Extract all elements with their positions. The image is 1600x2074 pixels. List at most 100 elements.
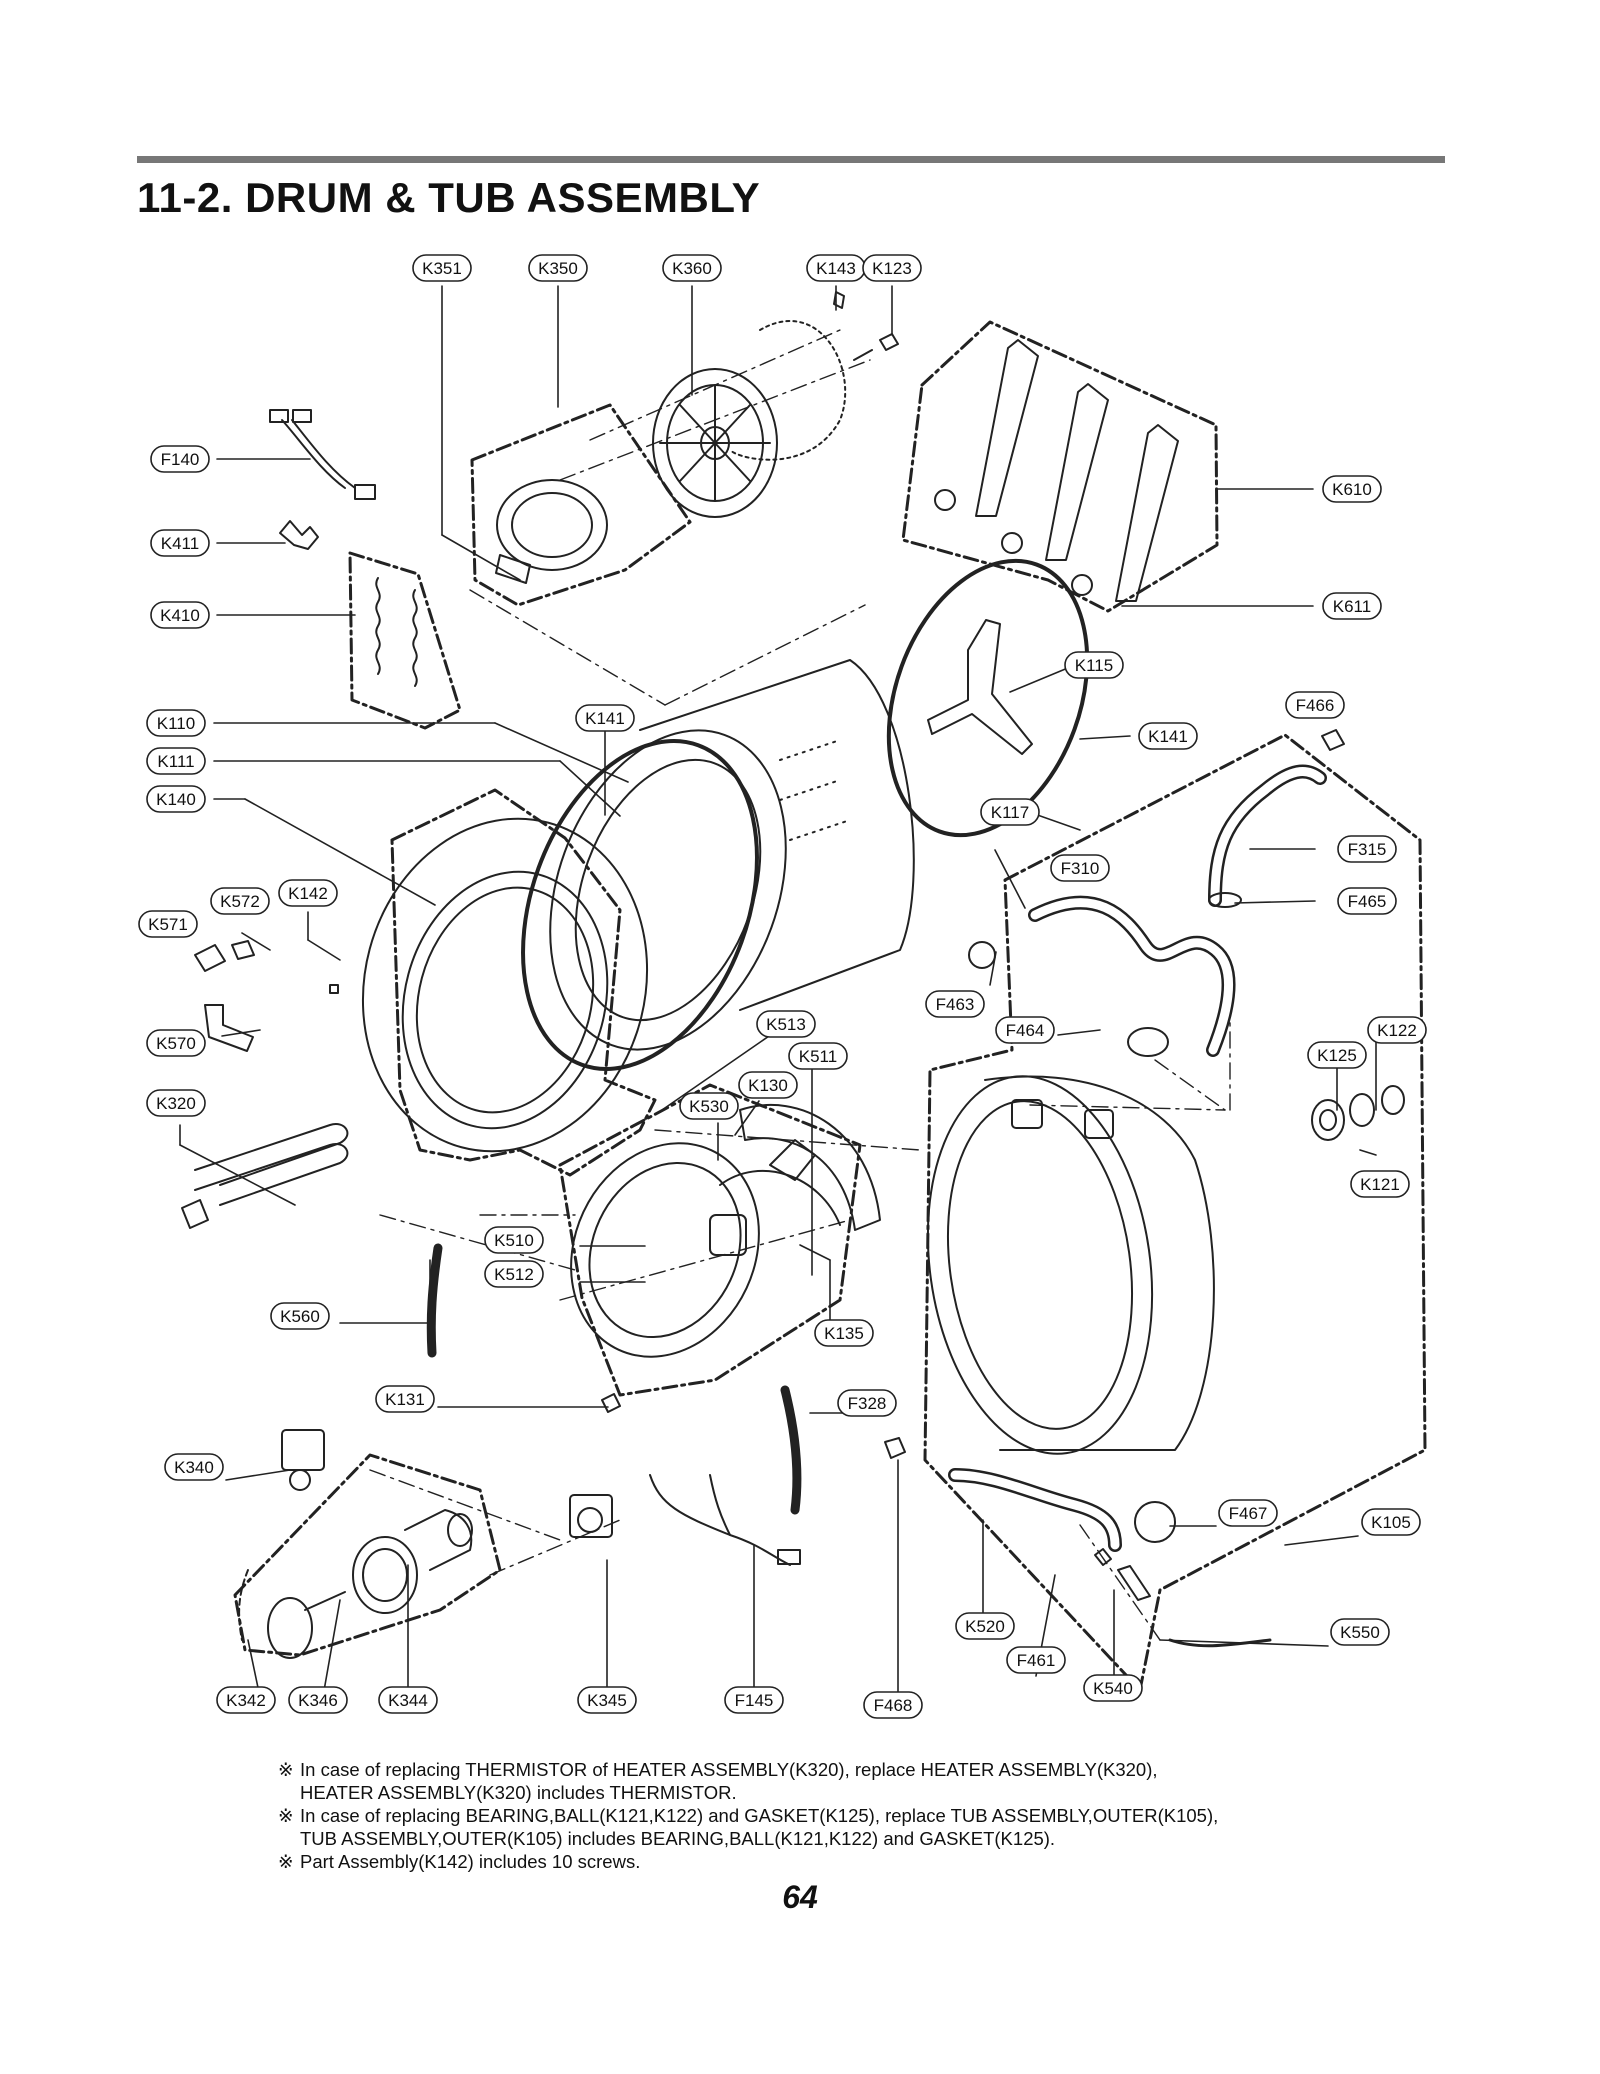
clamps-k530-k130-k135 bbox=[719, 1104, 881, 1231]
callout-k123: K123 bbox=[862, 254, 922, 282]
callout-pill bbox=[955, 1612, 1015, 1640]
note-3: ※ Part Assembly(K142) includes 10 screws… bbox=[278, 1850, 1458, 1873]
outline-k410 bbox=[348, 551, 462, 730]
callout-pill bbox=[138, 910, 198, 938]
callout-k511: K511 bbox=[788, 1042, 848, 1070]
note-line: HEATER ASSEMBLY(K320) includes THERMISTO… bbox=[300, 1782, 737, 1803]
callout-k513: K513 bbox=[756, 1010, 816, 1038]
title-rule bbox=[137, 156, 1445, 163]
callout-pill bbox=[150, 529, 210, 557]
callout-k360: K360 bbox=[662, 254, 722, 282]
callout-f315: F315 bbox=[1337, 835, 1397, 863]
callout-text: F464 bbox=[1006, 1021, 1045, 1040]
note-1: ※ In case of replacing THERMISTOR of HEA… bbox=[278, 1758, 1458, 1804]
callout-pill bbox=[146, 1089, 206, 1117]
callout-text: K511 bbox=[799, 1047, 837, 1066]
callout-f463: F463 bbox=[925, 990, 985, 1018]
cap-f463 bbox=[968, 941, 996, 969]
pulley-k360 bbox=[652, 368, 778, 518]
callout-pill bbox=[1218, 1499, 1278, 1527]
note-mark: ※ bbox=[278, 1805, 294, 1826]
callout-f466: F466 bbox=[1285, 691, 1345, 719]
note-2: ※ In case of replacing BEARING,BALL(K121… bbox=[278, 1804, 1458, 1850]
pump-housing-k344 bbox=[352, 1509, 473, 1614]
callout-pill bbox=[724, 1686, 784, 1714]
callout-f468: F468 bbox=[863, 1691, 923, 1719]
callout-text: K350 bbox=[538, 259, 578, 278]
hose-f310 bbox=[1028, 895, 1236, 1057]
callout-pill bbox=[375, 1385, 435, 1413]
callout-pill bbox=[1138, 722, 1198, 750]
bolts-k143-k123 bbox=[833, 291, 899, 361]
callout-text: K346 bbox=[298, 1691, 338, 1710]
cap-f466 bbox=[1321, 729, 1345, 751]
callout-text: K122 bbox=[1377, 1021, 1417, 1040]
callout-pill bbox=[164, 1453, 224, 1481]
callout-pill bbox=[146, 747, 206, 775]
callout-text: F461 bbox=[1017, 1651, 1056, 1670]
callout-pill bbox=[1367, 1016, 1427, 1044]
hose-f328 bbox=[780, 1385, 802, 1515]
harness-f145 bbox=[649, 1474, 801, 1566]
outline-k510 bbox=[558, 1083, 862, 1397]
callout-pill bbox=[577, 1686, 637, 1714]
filter-k346 bbox=[267, 1591, 346, 1659]
callout-k611: K611 bbox=[1322, 592, 1382, 620]
motor-outline bbox=[729, 320, 847, 461]
callout-k571: K571 bbox=[138, 910, 198, 938]
note-line: In case of replacing BEARING,BALL(K121,K… bbox=[300, 1805, 1219, 1826]
callout-text: K344 bbox=[388, 1691, 428, 1710]
callout-text: F467 bbox=[1229, 1504, 1268, 1523]
callout-pill bbox=[1322, 475, 1382, 503]
callout-pill bbox=[662, 254, 722, 282]
callout-k512: K512 bbox=[484, 1260, 544, 1288]
dampers-k610 bbox=[934, 339, 1179, 602]
callout-text: K410 bbox=[160, 606, 200, 625]
callout-pill bbox=[484, 1260, 544, 1288]
callout-text: K550 bbox=[1340, 1623, 1380, 1642]
callout-pill bbox=[788, 1042, 848, 1070]
callout-pill bbox=[738, 1071, 798, 1099]
callout-pill bbox=[925, 990, 985, 1018]
callout-text: K512 bbox=[494, 1265, 534, 1284]
callout-text: K610 bbox=[1332, 480, 1372, 499]
callout-text: K342 bbox=[226, 1691, 266, 1710]
bearings-k121-k122-k125 bbox=[1311, 1085, 1405, 1141]
fittings-k571-k572 bbox=[194, 940, 255, 972]
callout-pill bbox=[146, 1029, 206, 1057]
callout-k520: K520 bbox=[955, 1612, 1015, 1640]
callout-k143: K143 bbox=[806, 254, 866, 282]
callout-text: F465 bbox=[1348, 892, 1387, 911]
rear-tub-k105 bbox=[926, 1075, 1215, 1455]
callout-k142: K142 bbox=[278, 879, 338, 907]
callout-pill bbox=[814, 1319, 874, 1347]
callout-text: F468 bbox=[874, 1696, 913, 1715]
front-tub-k140 bbox=[361, 817, 649, 1153]
ring-k111 bbox=[521, 739, 759, 1071]
callout-f328: F328 bbox=[837, 1389, 897, 1417]
callout-k111: K111 bbox=[146, 747, 206, 775]
callout-k540: K540 bbox=[1083, 1674, 1143, 1702]
spider-k115 bbox=[927, 619, 1033, 755]
callout-text: K142 bbox=[288, 884, 328, 903]
callout-text: K572 bbox=[220, 892, 260, 911]
callout-text: K121 bbox=[1360, 1175, 1400, 1194]
callout-k572: K572 bbox=[210, 887, 270, 915]
callout-f464: F464 bbox=[995, 1016, 1055, 1044]
hose-f315 bbox=[1208, 764, 1327, 907]
callout-text: K530 bbox=[689, 1097, 729, 1116]
callout-text: K115 bbox=[1075, 656, 1113, 675]
ring-k141-rear bbox=[886, 558, 1090, 838]
callout-k342: K342 bbox=[216, 1686, 276, 1714]
callout-pill bbox=[412, 254, 472, 282]
callout-pill bbox=[1307, 1041, 1367, 1069]
callout-text: K611 bbox=[1333, 597, 1371, 616]
callout-k351: K351 bbox=[412, 254, 472, 282]
pump-k340 bbox=[281, 1429, 325, 1491]
callout-k411: K411 bbox=[150, 529, 210, 557]
callout-text: F466 bbox=[1296, 696, 1335, 715]
group-outlines bbox=[233, 320, 1427, 1692]
note-mark: ※ bbox=[278, 1851, 294, 1872]
callout-k125: K125 bbox=[1307, 1041, 1367, 1069]
